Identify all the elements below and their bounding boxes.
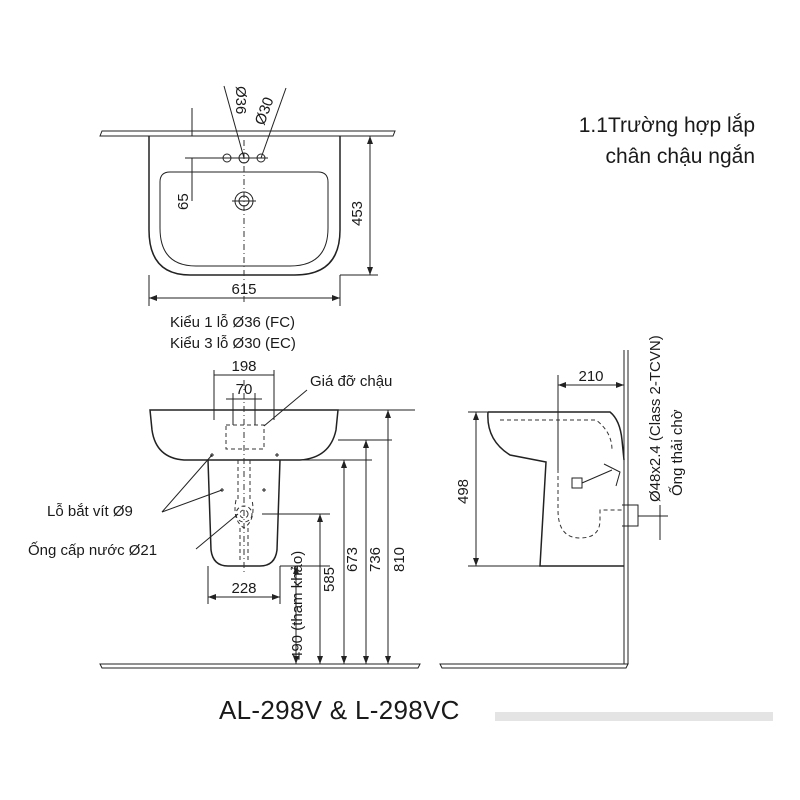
side-wall xyxy=(623,350,629,665)
side-basin xyxy=(487,411,625,567)
height-453-label: 453 xyxy=(349,201,366,226)
model-title: AL-298V & L-298VC xyxy=(219,695,460,725)
dim-490-label: 490 (tham khảo) xyxy=(289,551,306,660)
dim-70-label: 70 xyxy=(236,381,253,398)
dim-198-label: 198 xyxy=(231,358,256,375)
hole-36-label: Ø36 xyxy=(232,86,249,114)
top-view-basin-outline xyxy=(148,136,341,276)
note-one-hole: Kiểu 1 lỗ Ø36 (FC) xyxy=(170,314,295,331)
top-view: Ø36 Ø30 65 453 615 Kiểu 1 lỗ Ø36 (FC) Ki… xyxy=(99,85,396,352)
top-view-bowl xyxy=(159,171,329,267)
bracket-label: Giá đỡ chậu xyxy=(310,373,392,390)
title-underline-bar xyxy=(495,712,773,721)
front-view: 198 70 Giá đỡ chậu Lỗ bắt vít Ø9 Ống cấp… xyxy=(28,358,421,669)
depth-65-label: 65 xyxy=(175,193,192,210)
dim-228-label: 228 xyxy=(231,580,256,597)
side-view: 210 498 Ø48x2.4 (Class 2-TCVN) Ống thải … xyxy=(439,335,686,669)
water-pipe-label: Ống cấp nước Ø21 xyxy=(28,541,157,559)
dim-673-label: 673 xyxy=(344,547,361,572)
heading-line-2: chân chậu ngắn xyxy=(606,145,755,168)
dim-736-label: 736 xyxy=(367,547,384,572)
side-dim-498-label: 498 xyxy=(455,479,472,504)
note-three-hole: Kiểu 3 lỗ Ø30 (EC) xyxy=(170,335,296,352)
screw-hole-label: Lỗ bắt vít Ø9 xyxy=(47,503,133,520)
top-view-wall xyxy=(99,130,396,137)
front-floor xyxy=(99,663,421,669)
dim-585-label: 585 xyxy=(321,567,338,592)
width-615-label: 615 xyxy=(231,281,256,298)
drain-pipe-label: Ống thải chờ xyxy=(668,409,686,496)
dim-810-label: 810 xyxy=(391,547,408,572)
side-dim-210-label: 210 xyxy=(578,368,603,385)
heading-line-1: 1.1Trường hợp lắp xyxy=(579,114,755,137)
drain-spec-label: Ø48x2.4 (Class 2-TCVN) xyxy=(647,335,664,502)
side-floor xyxy=(439,663,629,669)
basin-bracket xyxy=(225,424,265,450)
side-trap xyxy=(557,462,622,539)
